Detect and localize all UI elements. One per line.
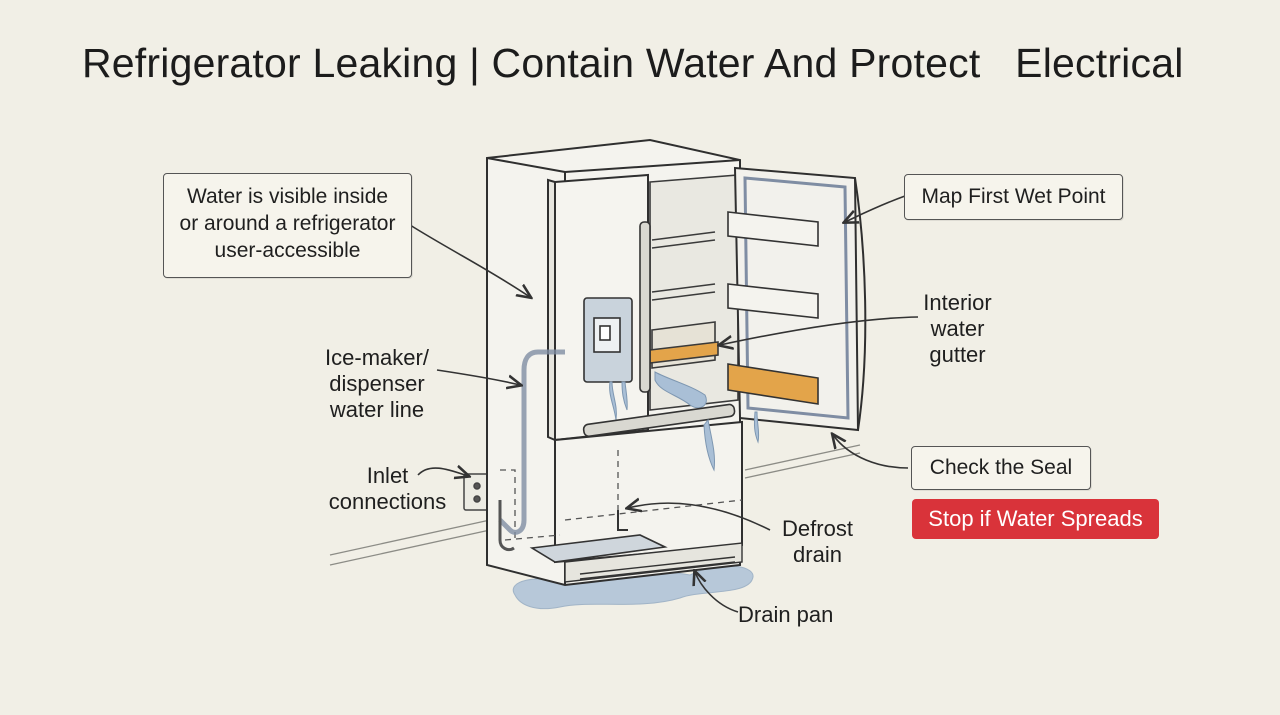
hidden-lines [500, 450, 743, 541]
freezer-front-drip [703, 418, 715, 472]
water-dispenser [583, 297, 633, 383]
wall-outlet [463, 473, 491, 511]
door-bins [727, 211, 819, 405]
interior-shelves [651, 231, 716, 301]
label-inlet-connections: Inlet connections [315, 463, 460, 515]
fridge-interior [649, 174, 739, 411]
label-ice-maker-water-line: Ice-maker/ dispenser water line [312, 345, 442, 423]
callout-map-first-text: Map First Wet Point [921, 185, 1106, 208]
label-gutter-line1: Interior [923, 290, 992, 315]
defrost-drain-pipe [617, 510, 628, 531]
base-grille [564, 542, 743, 583]
label-ice-maker-line1: Ice-maker/ [325, 345, 429, 370]
callout-visible-water: Water is visible inside or around a refr… [163, 173, 412, 278]
label-ice-maker-line2: dispenser [329, 371, 425, 396]
label-gutter-line3: gutter [929, 342, 986, 367]
label-defrost-line2: drain [793, 542, 842, 567]
label-inlet-line1: Inlet [366, 463, 409, 488]
door-drip [753, 411, 760, 444]
label-drain-pan-text: Drain pan [738, 602, 834, 627]
water-line [498, 349, 565, 535]
label-defrost-drain: Defrost drain [770, 516, 865, 568]
callout-map-first-wet-point: Map First Wet Point [904, 174, 1123, 220]
alert-stop-text: Stop if Water Spreads [928, 506, 1143, 531]
label-interior-water-gutter: Interior water gutter [905, 290, 1010, 368]
dispenser-drips [609, 371, 707, 421]
left-door-handle [639, 221, 651, 393]
callout-check-seal-text: Check the Seal [929, 456, 1073, 479]
drain-pan-shape [529, 534, 668, 563]
callout-check-seal: Check the Seal [911, 446, 1091, 490]
alert-stop-if-water-spreads: Stop if Water Spreads [912, 499, 1159, 539]
label-gutter-line2: water [930, 316, 985, 341]
crisper-drawer [649, 321, 719, 369]
label-ice-maker-line3: water line [329, 397, 425, 422]
label-inlet-line2: connections [328, 489, 447, 514]
page-title: Refrigerator Leaking | Contain Water And… [82, 40, 1184, 86]
callout-visible-water-text: Water is visible inside or around a refr… [179, 185, 396, 262]
label-drain-pan: Drain pan [738, 602, 853, 628]
label-defrost-line1: Defrost [782, 516, 853, 541]
callout-arrows [409, 195, 919, 613]
freezer-handle [582, 403, 736, 438]
